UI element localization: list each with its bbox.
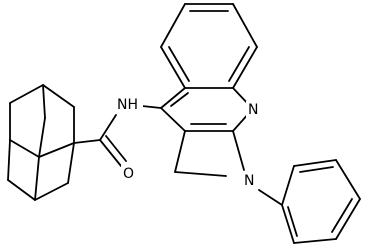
benzo-ring <box>160 3 258 89</box>
adamantane-cage <box>7 84 75 201</box>
quinoline-n-label: N <box>248 102 258 118</box>
pyridine-ring <box>160 87 251 132</box>
amide-linker <box>73 105 162 167</box>
amide-o-label: O <box>123 166 134 182</box>
atom-label-nh: NH <box>115 96 143 113</box>
phenyl-ring <box>258 159 361 244</box>
pyrroline-ring <box>174 130 245 177</box>
atom-label-o: O <box>121 165 135 182</box>
amide-nh-label: NH <box>117 97 138 113</box>
atom-label-quinoline-n: N <box>246 101 260 118</box>
pyrrole-n-label: N <box>244 173 254 189</box>
atom-label-pyrrole-n: N <box>242 172 256 189</box>
